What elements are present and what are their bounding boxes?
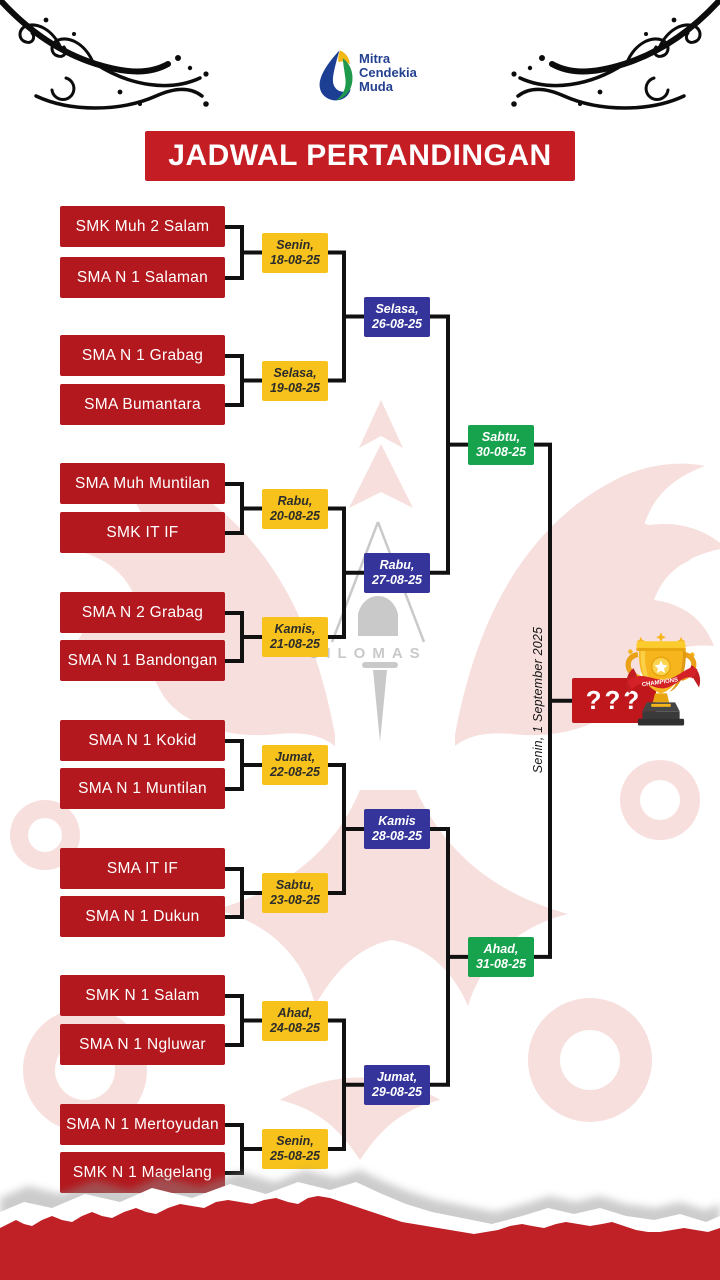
team-box: SMA N 1 Salaman (60, 257, 225, 298)
match-date: 23-08-25 (269, 893, 321, 907)
match-date-round1: Sabtu,23-08-25 (262, 873, 328, 913)
match-date-round1: Rabu,20-08-25 (262, 489, 328, 529)
team-box: SMA N 1 Dukun (60, 896, 225, 937)
team-box: SMA N 1 Mertoyudan (60, 1104, 225, 1145)
match-date: 30-08-25 (475, 445, 527, 459)
match-day: Selasa, (273, 366, 317, 380)
match-date: 29-08-25 (371, 1085, 423, 1099)
team-box: SMK IT IF (60, 512, 225, 553)
match-day: Senin, (276, 238, 314, 252)
team-box: SMA N 1 Kokid (60, 720, 225, 761)
match-date: 19-08-25 (269, 381, 321, 395)
match-date: 20-08-25 (269, 509, 321, 523)
match-day: Ahad, (277, 1006, 313, 1020)
logo-name: Mitra Cendekia Muda (359, 52, 417, 94)
match-date-round2: Selasa,26-08-25 (364, 297, 430, 337)
team-box: SMA N 2 Grabag (60, 592, 225, 633)
final-date: Senin, 1 September 2025 (531, 626, 545, 774)
match-date-round1: Kamis,21-08-25 (262, 617, 328, 657)
match-date-round1: Senin,25-08-25 (262, 1129, 328, 1169)
match-date: 31-08-25 (475, 957, 527, 971)
match-day: Ahad, (483, 942, 519, 956)
page-title: JADWAL PERTANDINGAN (145, 131, 575, 181)
match-date-round2: Rabu,27-08-25 (364, 553, 430, 593)
team-box: SMA N 1 Bandongan (60, 640, 225, 681)
match-date-round1: Selasa,19-08-25 (262, 361, 328, 401)
flourish-left-icon (0, 0, 209, 110)
match-day: Selasa, (375, 302, 419, 316)
match-day: Jumat, (376, 1070, 418, 1084)
flourish-right-icon (511, 0, 720, 110)
match-date-semifinal: Sabtu,30-08-25 (468, 425, 534, 465)
match-date: 22-08-25 (269, 765, 321, 779)
match-date-round1: Ahad,24-08-25 (262, 1001, 328, 1041)
match-date: 18-08-25 (269, 253, 321, 267)
trophy-icon: CHAMPIONS (625, 632, 701, 726)
logo-line-2: Cendekia (359, 65, 417, 80)
match-day: Sabtu, (481, 430, 521, 444)
match-day: Sabtu, (275, 878, 315, 892)
match-date-semifinal: Ahad,31-08-25 (468, 937, 534, 977)
team-box: SMK Muh 2 Salam (60, 206, 225, 247)
match-day: Jumat, (274, 750, 316, 764)
team-box: SMK N 1 Salam (60, 975, 225, 1016)
match-day: Kamis, (274, 622, 316, 636)
team-box: SMA Muh Muntilan (60, 463, 225, 504)
team-box: SMA N 1 Ngluwar (60, 1024, 225, 1065)
team-box: SMA N 1 Grabag (60, 335, 225, 376)
trophy-ribbon-text: CHAMPIONS (642, 677, 679, 688)
torn-paper-edge (0, 1170, 720, 1280)
match-date-round1: Senin,18-08-25 (262, 233, 328, 273)
watermark-text: SILOMAS (309, 645, 426, 662)
team-box: SMA IT IF (60, 848, 225, 889)
team-box: SMA Bumantara (60, 384, 225, 425)
match-date: 24-08-25 (269, 1021, 321, 1035)
match-day: Kamis (378, 814, 416, 828)
logo-line-1: Mitra (359, 51, 391, 66)
team-box: SMA N 1 Muntilan (60, 768, 225, 809)
match-day: Senin, (276, 1134, 314, 1148)
match-date: 28-08-25 (371, 829, 423, 843)
match-day: Rabu, (277, 494, 313, 508)
match-date: 21-08-25 (269, 637, 321, 651)
match-date-round2: Jumat,29-08-25 (364, 1065, 430, 1105)
logo-icon (319, 50, 353, 101)
final-winner-box: ??? (572, 678, 656, 723)
match-date: 26-08-25 (371, 317, 423, 331)
logo-line-3: Muda (359, 79, 393, 94)
match-date: 27-08-25 (371, 573, 423, 587)
match-day: Rabu, (379, 558, 415, 572)
match-date-round1: Jumat,22-08-25 (262, 745, 328, 785)
match-date: 25-08-25 (269, 1149, 321, 1163)
